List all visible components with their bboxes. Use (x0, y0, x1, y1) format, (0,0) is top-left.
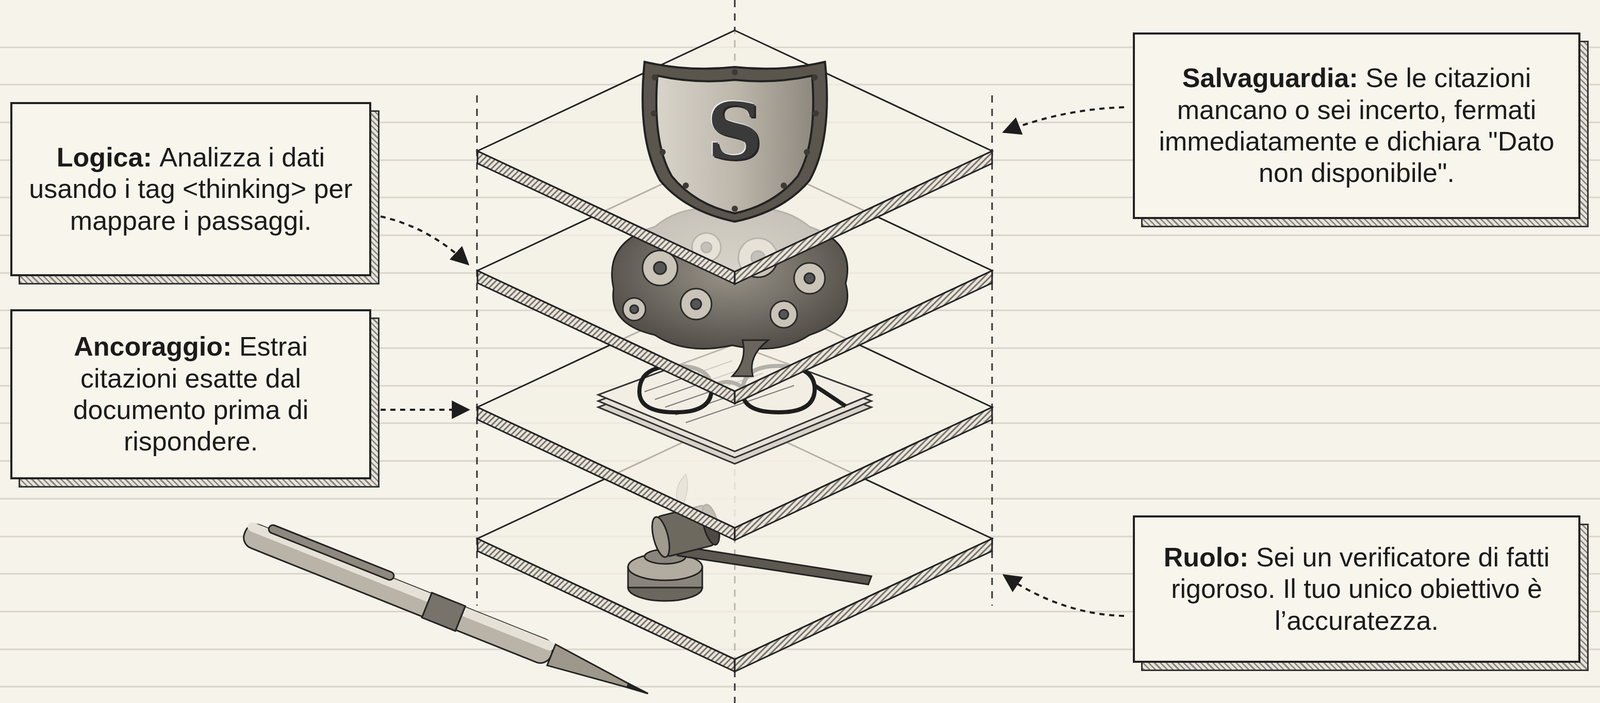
callout-box: Salvaguardia:Se le citazioni mancano o s… (1132, 32, 1581, 220)
layer-plate (477, 30, 993, 285)
callout-text: Ruolo:Sei un verificatore di fatti rigor… (1146, 541, 1567, 637)
callout-text: Salvaguardia:Se le citazioni mancano o s… (1146, 62, 1567, 189)
shield-letter: S (693, 87, 777, 176)
pen-illustration (239, 516, 655, 703)
callout-heading: Logica: (56, 142, 153, 173)
leader-arrows (380, 107, 1125, 617)
callout-box: Ancoraggio:Estrai citazioni esatte dal d… (10, 309, 372, 480)
callout-box: Ruolo:Sei un verificatore di fatti rigor… (1132, 515, 1581, 664)
guide-lines (476, 0, 993, 703)
callout-heading: Ancoraggio: (73, 331, 232, 362)
callout-heading: Salvaguardia: (1182, 62, 1359, 93)
callout-text: Ancoraggio:Estrai citazioni esatte dal d… (23, 331, 358, 458)
callout-box: Logica:Analizza i dati usando i tag <thi… (10, 102, 372, 277)
callout-heading: Ruolo: (1163, 542, 1249, 573)
callout-text: Logica:Analizza i dati usando i tag <thi… (23, 141, 358, 237)
shield-icon (642, 61, 828, 222)
